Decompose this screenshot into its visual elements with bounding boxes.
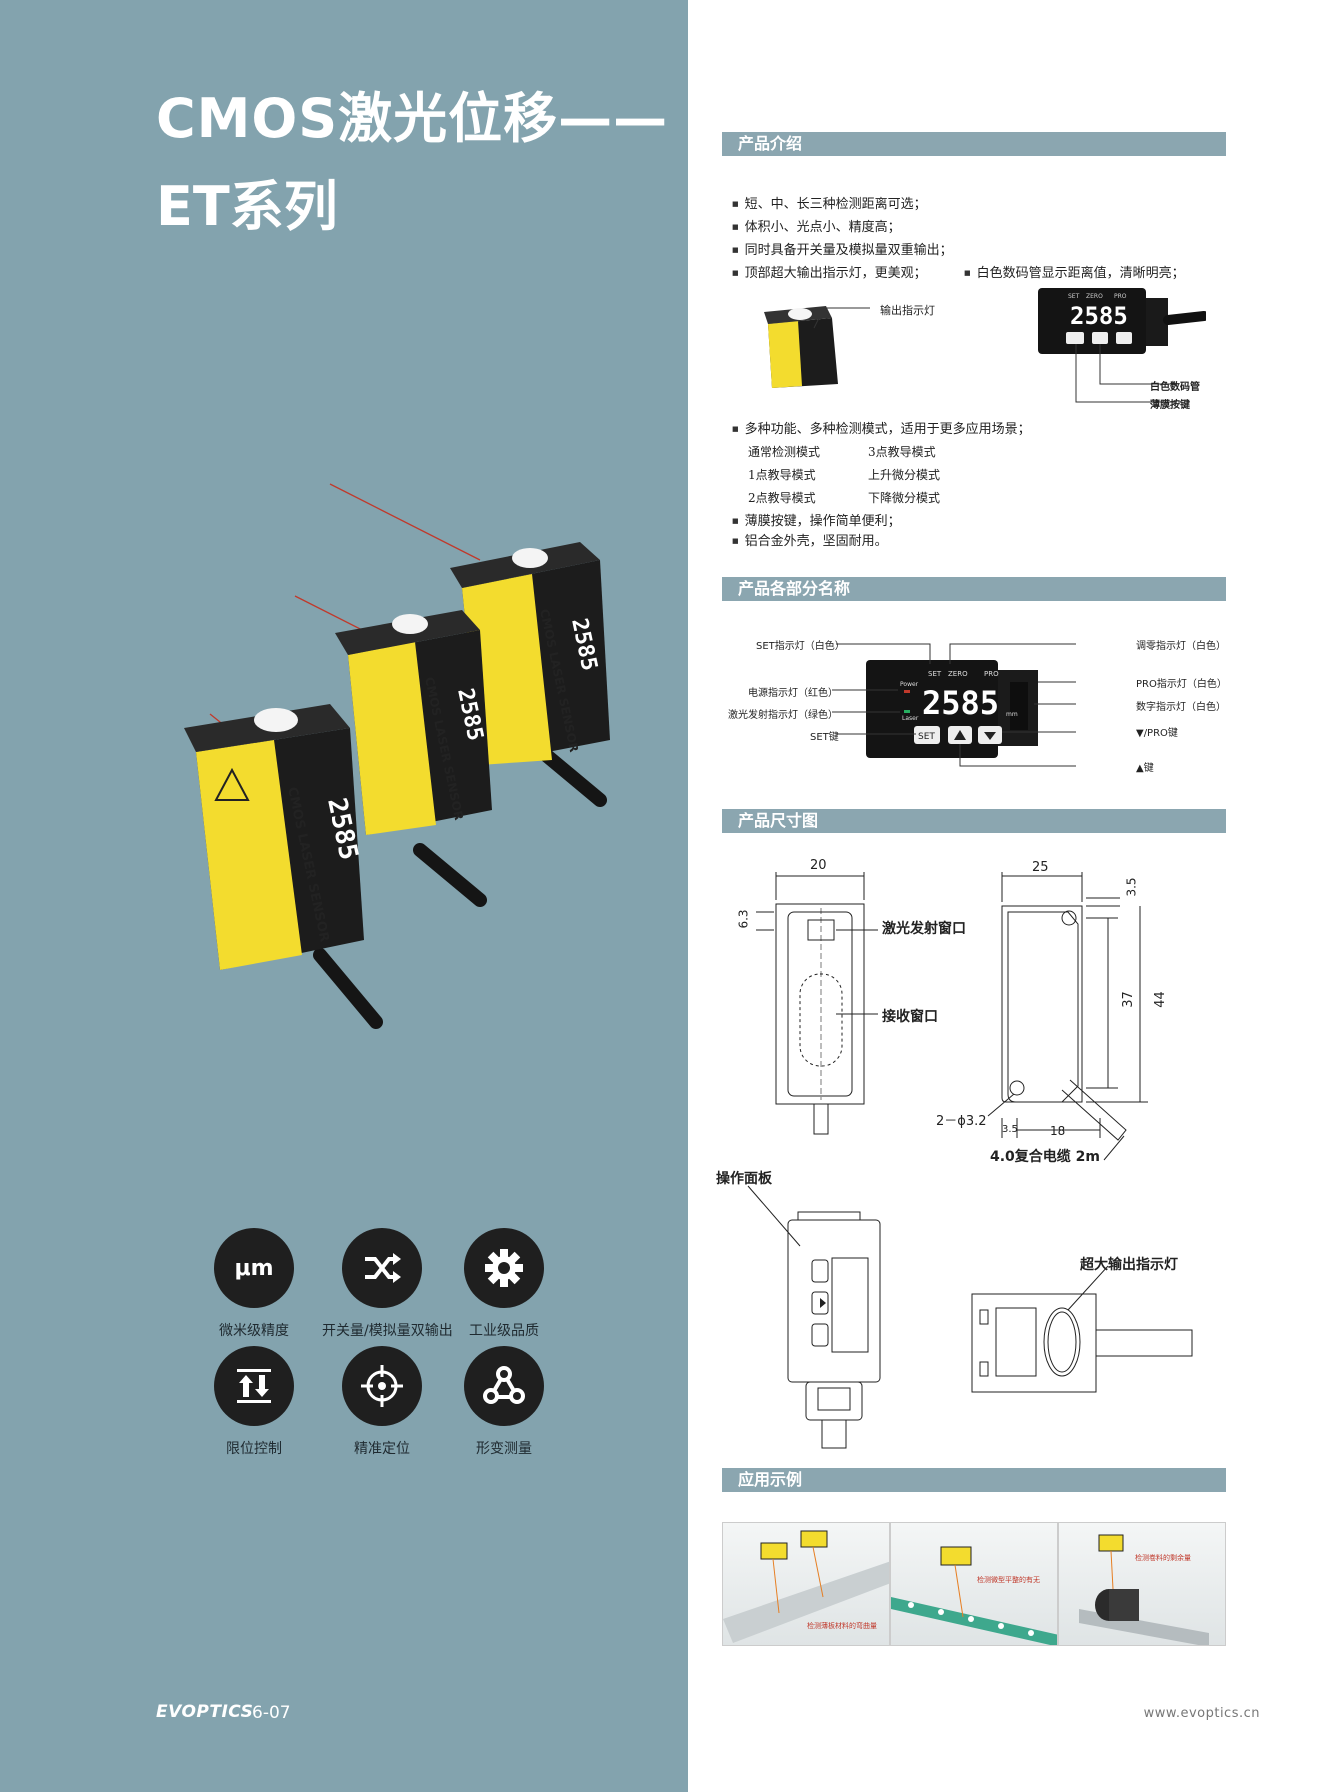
dim-6-3: 6.3 (736, 909, 751, 929)
section-header-parts: 产品各部分名称 (722, 577, 1226, 601)
right-panel: 产品介绍 短、中、长三种检测距离可选； 体积小、光点小、精度高； 同时具备开关量… (688, 0, 1320, 1792)
svg-text:2585: 2585 (922, 684, 999, 722)
intro-bullet: 同时具备开关量及模拟量双重输出； (732, 239, 953, 258)
gear-icon (464, 1228, 544, 1308)
feature-positioning: 精准定位 (322, 1346, 442, 1458)
sensor-product-image: CMOS LASER SENSOR 2585 CMOS LASER SENSOR… (184, 483, 610, 1029)
label-cable: 4.0复合电缆 2m (990, 1149, 1101, 1165)
callout-digits: 白色数码管 (1150, 382, 1200, 393)
intro-bullet-right: 白色数码管显示距离值，清晰明亮； (964, 262, 1185, 281)
callout-line (813, 307, 870, 329)
label-receive-window: 接收窗口 (882, 1009, 938, 1025)
part-label-zero-indicator: 调零指示灯（白色） (1136, 641, 1226, 652)
dim-width-side: 25 (1032, 860, 1049, 875)
top-view-drawing (971, 1265, 1193, 1393)
dim-37: 37 (1120, 991, 1136, 1008)
callout-keys: 薄膜按键 (1150, 400, 1190, 411)
page-title-line1: CMOS激光位移—— (156, 87, 669, 150)
intro-bullet: 薄膜按键，操作简单便利； (732, 510, 901, 529)
display-panel-photo: SET ZERO PRO 2585 (1038, 288, 1206, 403)
label-operation-panel: 操作面板 (716, 1171, 772, 1187)
up-down-arrows-icon (214, 1346, 294, 1426)
feature-micron: μm 微米级精度 (194, 1228, 314, 1340)
application-image-1: 检测薄板材料的弯曲量 (722, 1522, 890, 1646)
dim-3-5-bottom: 3.5 (1002, 1124, 1018, 1135)
network-icon (464, 1346, 544, 1426)
feature-label: 形变测量 (476, 1441, 532, 1457)
application-caption-1: 检测薄板材料的弯曲量 (807, 1622, 877, 1630)
intro-bullet: 顶部超大输出指示灯，更美观； (732, 262, 927, 281)
mode-item: 下降微分模式 (868, 491, 941, 505)
feature-label: 限位控制 (226, 1441, 282, 1457)
dim-hole: 2－ϕ3.2 (936, 1114, 987, 1129)
part-label-digit-indicator: 数字指示灯（白色） (1136, 702, 1226, 713)
svg-text:ZERO: ZERO (1086, 293, 1103, 300)
feature-limit: 限位控制 (194, 1346, 314, 1458)
application-caption-3: 检测卷料的剩余量 (1135, 1554, 1191, 1562)
mode-item: 1点教导模式 (748, 468, 816, 482)
dim-3-5-top: 3.5 (1124, 877, 1139, 897)
dim-width-front: 20 (810, 858, 827, 873)
svg-text:SET: SET (928, 670, 942, 678)
dimension-drawing (756, 872, 1148, 1161)
shuffle-icon (342, 1228, 422, 1308)
part-label-up-key: ▲键 (1136, 763, 1154, 774)
part-label-set-key: SET键 (810, 732, 839, 743)
svg-text:Power: Power (900, 681, 919, 688)
output-indicator-photo (764, 306, 838, 388)
part-label-power-indicator: 电源指示灯（红色） (748, 688, 838, 699)
section-header-applications: 应用示例 (722, 1468, 1226, 1492)
part-label-down-pro-key: ▼/PRO键 (1136, 728, 1178, 739)
mode-item: 2点教导模式 (748, 491, 816, 505)
feature-label: 精准定位 (354, 1441, 410, 1457)
brand-logo: EVOPTICS (156, 1702, 254, 1722)
crosshair-icon (342, 1346, 422, 1426)
dim-18: 18 (1050, 1124, 1066, 1138)
section-header-intro: 产品介绍 (722, 132, 1226, 156)
mode-item: 上升微分模式 (868, 468, 941, 482)
application-image-2: 检测微型平整的有无 (890, 1522, 1058, 1646)
svg-text:mm: mm (1006, 711, 1018, 718)
mode-item: 通常检测模式 (748, 445, 821, 459)
dim-44: 44 (1152, 991, 1168, 1008)
callout-output-indicator: 输出指示灯 (880, 304, 935, 317)
svg-text:2585: 2585 (1070, 302, 1128, 330)
part-label-laser-indicator: 激光发射指示灯（绿色） (728, 710, 838, 721)
svg-text:SET: SET (918, 732, 935, 742)
feature-label: 微米级精度 (219, 1323, 289, 1339)
intro-bullet: 多种功能、多种检测模式，适用于更多应用场景； (732, 418, 1031, 437)
mode-item: 3点教导模式 (868, 445, 936, 459)
feature-industrial: 工业级品质 (444, 1228, 564, 1340)
part-label-set-indicator: SET指示灯（白色） (756, 641, 845, 652)
page-number: 6-07 (252, 1703, 291, 1723)
left-panel: CMOS激光位移—— ET系列 CMOS LASER SENSOR 2585 C… (0, 0, 688, 1792)
intro-bullet: 短、中、长三种检测距离可选； (732, 193, 927, 212)
svg-text:ZERO: ZERO (948, 670, 968, 678)
feature-label: 开关量/模拟量双输出 (322, 1323, 453, 1339)
parts-diagram: SET ZERO PRO Power Laser 2585 mm SET (832, 643, 1076, 767)
label-emit-window: 激光发射窗口 (882, 921, 966, 937)
svg-text:SET: SET (1068, 293, 1080, 300)
intro-bullet: 铝合金外壳，坚固耐用。 (732, 530, 888, 549)
feature-label: 工业级品质 (469, 1323, 539, 1339)
feature-dual-output: 开关量/模拟量双输出 (322, 1228, 453, 1340)
intro-bullet: 体积小、光点小、精度高； (732, 216, 901, 235)
svg-text:PRO: PRO (1114, 293, 1127, 300)
application-image-3: 检测卷料的剩余量 (1058, 1522, 1226, 1646)
feature-deformation: 形变测量 (444, 1346, 564, 1458)
svg-text:PRO: PRO (984, 670, 999, 678)
um-icon: μm (214, 1228, 294, 1308)
page-title-line2: ET系列 (156, 175, 338, 238)
section-header-dimensions: 产品尺寸图 (722, 809, 1226, 833)
part-label-pro-indicator: PRO指示灯（白色） (1136, 679, 1227, 690)
svg-text:Laser: Laser (902, 715, 919, 722)
label-output-indicator: 超大输出指示灯 (1080, 1257, 1178, 1273)
website-url: www.evoptics.cn (1143, 1706, 1260, 1721)
operation-panel-drawing (747, 1185, 881, 1449)
application-caption-2: 检测微型平整的有无 (977, 1576, 1040, 1584)
